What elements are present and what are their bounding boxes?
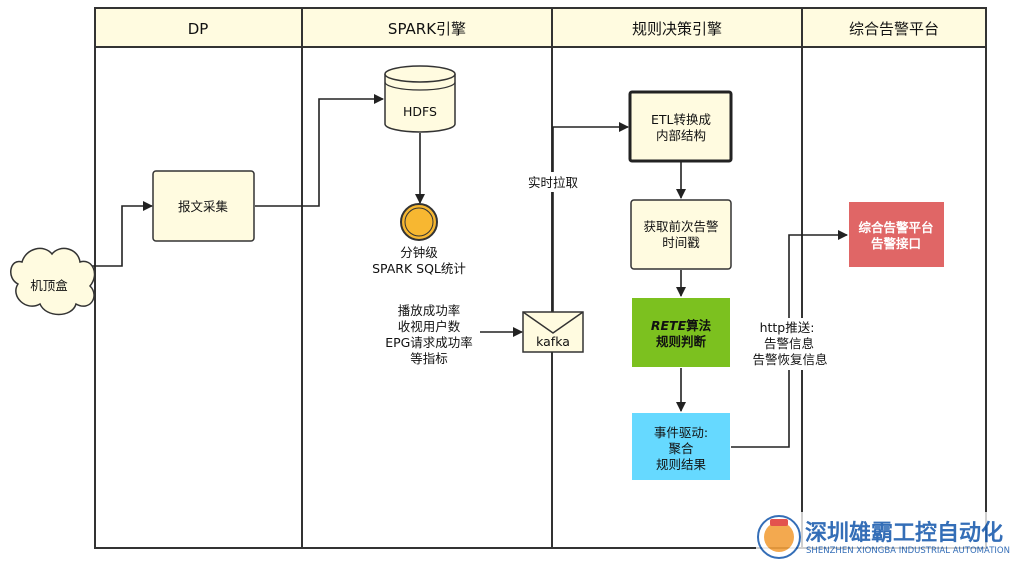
spark-job-label-line1: 分钟级	[400, 245, 438, 260]
http-label-bg	[752, 318, 832, 370]
stb-cloud: 机顶盒	[10, 247, 96, 316]
etl-label-line2: 内部结构	[656, 128, 706, 143]
event-box: 事件驱动: 聚合 规则结果	[632, 413, 730, 480]
spark-job-label-line2: SPARK SQL统计	[372, 261, 466, 276]
timestamp-label-line1: 获取前次告警	[643, 219, 718, 234]
pull-label-bg	[520, 172, 586, 192]
pull-label: 实时拉取	[528, 175, 579, 190]
metric-etc: 等指标	[410, 351, 448, 366]
collect-label: 报文采集	[178, 199, 229, 214]
event-label-line1: 事件驱动:	[654, 425, 708, 440]
http-label-line1: http推送:	[760, 320, 815, 335]
alarm-box: 综合告警平台 告警接口	[849, 202, 944, 267]
hdfs-cylinder: HDFS	[384, 65, 456, 133]
http-label-line2: 告警信息	[764, 336, 814, 351]
http-label-line3: 告警恢复信息	[752, 352, 827, 367]
watermark-en: SHENZHEN XIONGBA INDUSTRIAL AUTOMATION	[806, 546, 1010, 556]
lane-title-dp: DP	[188, 20, 209, 38]
rete-box: RETE算法 规则判断	[632, 298, 730, 367]
alarm-label-line1: 综合告警平台	[858, 220, 933, 235]
arrow-kafka-to-etl	[552, 122, 629, 312]
etl-label-line1: ETL转换成	[651, 112, 711, 127]
timestamp-label-line2: 时间戳	[662, 235, 700, 250]
watermark-logo	[757, 515, 801, 559]
spark-job-node	[400, 203, 438, 241]
lane-title-rule-engine: 规则决策引擎	[632, 20, 722, 38]
stb-label: 机顶盒	[30, 278, 68, 293]
rete-label-line2: 规则判断	[656, 334, 707, 349]
swimlane-frame	[94, 7, 987, 549]
hdfs-label: HDFS	[403, 104, 437, 119]
event-label-line2: 聚合	[668, 441, 694, 456]
metric-play-rate: 播放成功率	[398, 303, 461, 318]
collect-box: 报文采集	[152, 170, 255, 242]
rete-label-line1: RETE算法	[651, 318, 712, 333]
lane-title-spark: SPARK引擎	[388, 20, 466, 38]
watermark-cn: 深圳雄霸工控自动化	[805, 520, 1003, 546]
connectors	[92, 94, 848, 448]
metric-epg-rate: EPG请求成功率	[385, 335, 473, 350]
arrow-collect-to-hdfs	[255, 94, 384, 207]
arrow-stb-to-collect	[92, 201, 153, 267]
event-label-line3: 规则结果	[656, 457, 707, 472]
metric-viewers: 收视用户数	[398, 319, 461, 334]
timestamp-box: 获取前次告警 时间戳	[630, 199, 732, 270]
kafka-envelope: kafka	[522, 311, 584, 353]
lane-title-alarm-platform: 综合告警平台	[849, 20, 939, 38]
metrics-text: 播放成功率 收视用户数 EPG请求成功率 等指标	[380, 302, 480, 366]
etl-box: ETL转换成 内部结构	[628, 90, 733, 163]
watermark: 深圳雄霸工控自动化 SHENZHEN XIONGBA INDUSTRIAL AU…	[756, 512, 1014, 562]
alarm-label-line2: 告警接口	[871, 236, 921, 251]
kafka-label: kafka	[536, 334, 570, 349]
